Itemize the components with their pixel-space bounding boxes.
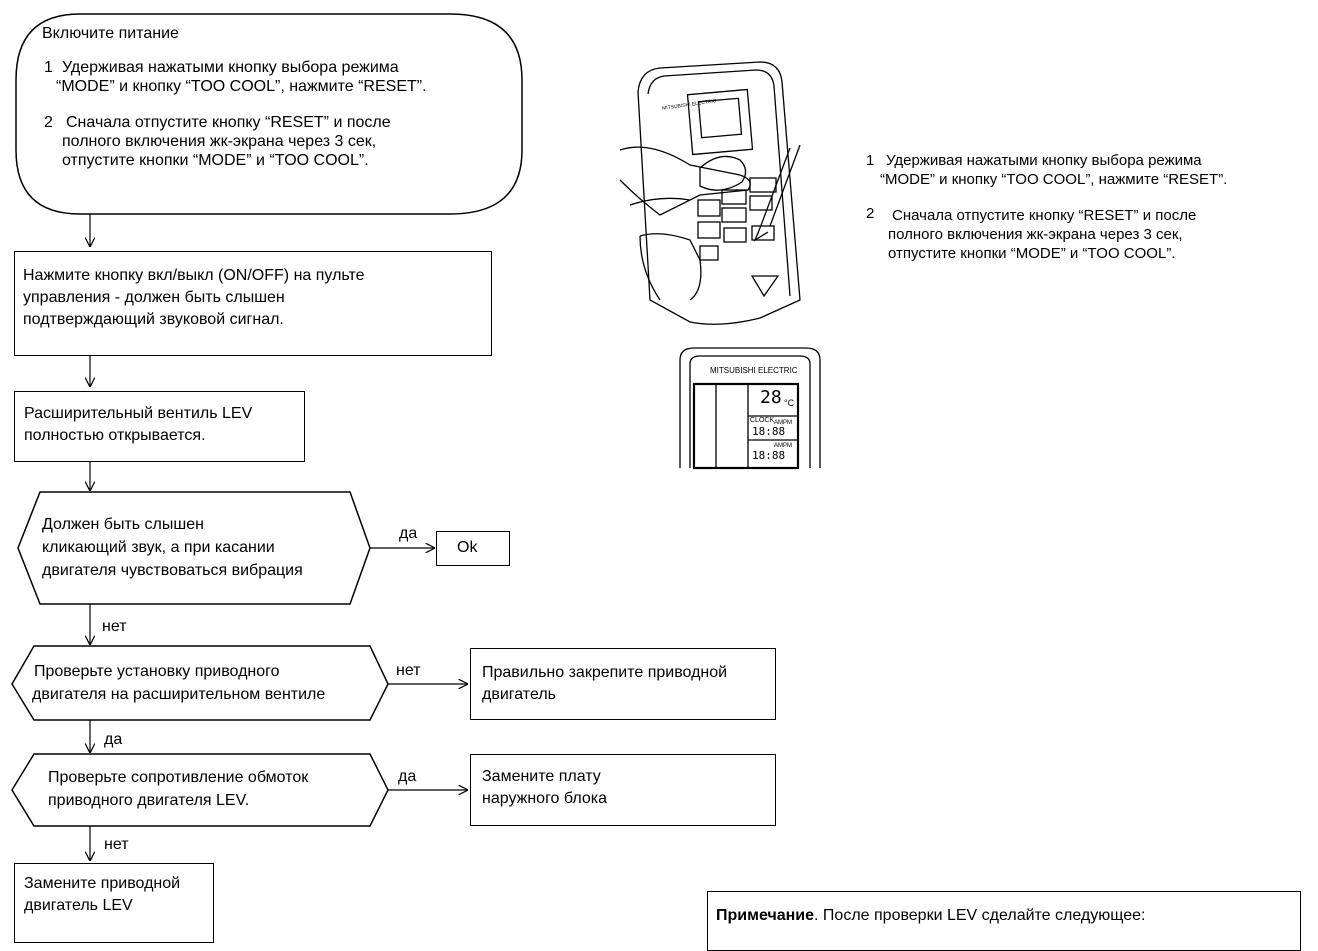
start-step2-line3: отпустите кнопки “MODE” и “TOO COOL”. [62,152,369,169]
note-body: . После проверки LEV сделайте следующее: [814,907,1146,924]
side-step2-line3: отпустите кнопки “MODE” и “TOO COOL”. [888,245,1176,262]
lev-line1: Расширительный вентиль LEV [24,405,253,422]
decision-resistance-no-label: нет [104,836,129,853]
start-step1-num: 1 [44,59,53,76]
replace-board-line1: Замените плату [482,768,601,785]
decision-click-line3: двигателя чувствоваться вибрация [42,562,303,579]
decision-install-yes-label: да [104,731,123,748]
decision-click-shape [17,491,371,605]
replace-motor-box: Замените приводной двигатель LEV [14,863,214,943]
decision-install-line2: двигателя на расширительном вентиле [32,686,326,703]
replace-board-box: Замените плату наружного блока [470,754,776,826]
onoff-line1: Нажмите кнопку вкл/выкл (ON/OFF) на пуль… [23,267,365,284]
onoff-step-box: Нажмите кнопку вкл/выкл (ON/OFF) на пуль… [14,251,492,356]
remote-display-illustration [679,347,821,470]
decision-resistance-line2: приводного двигателя LEV. [48,792,250,809]
remote-time1: 18:88 [752,425,786,438]
ok-label: Ok [457,539,478,556]
side-step1-line2: “MODE” и кнопку “TOO COOL”, нажмите “RES… [880,171,1228,188]
decision-install-line1: Проверьте установку приводного [34,663,280,680]
fix-motor-box: Правильно закрепите приводной двигатель [470,648,776,720]
fix-motor-line1: Правильно закрепите приводной [482,664,728,681]
start-step2-num: 2 [44,114,53,131]
note-bold: Примечание [716,907,815,924]
start-step1-line1: Удерживая нажатыми кнопку выбора режима [62,59,399,76]
remote-temp-unit: °C [784,398,795,408]
remote-ampm2: AMPM [774,443,792,449]
side-step2-line2: полного включения жк-экрана через 3 сек, [888,226,1183,243]
note-box: Примечание. После проверки LEV сделайте … [707,891,1301,951]
start-step1-line2: “MODE” и кнопку “TOO COOL”, нажмите “RES… [56,78,427,95]
decision-install-no-label: нет [396,662,421,679]
side-step2-line1: Сначала отпустите кнопку “RESET” и после [892,207,1197,224]
start-shape [15,13,523,215]
replace-motor-line2: двигатель LEV [24,897,133,914]
lev-step-box: Расширительный вентиль LEV полностью отк… [14,391,305,462]
replace-motor-line1: Замените приводной [24,875,181,892]
lev-line2: полностью открывается. [24,427,206,444]
start-step2-line1: Сначала отпустите кнопку “RESET” и после [66,114,391,131]
decision-install-shape [11,645,389,721]
side-step1-num: 1 [866,152,875,169]
note-text: Примечание. После проверки LEV сделайте … [716,906,1145,926]
remote-clock: CLOCK [750,417,775,424]
decision-click-line1: Должен быть слышен [42,516,204,533]
remote-illustration [619,61,801,325]
remote-brand: MITSUBISHI ELECTRIC [710,366,798,375]
fix-motor-line2: двигатель [482,686,556,703]
decision-resistance-yes-label: да [398,768,417,785]
remote-temp: 28 [760,387,782,408]
side-step2-num: 2 [866,205,875,222]
onoff-line2: управления - должен быть слышен [23,289,285,306]
side-step1-line1: Удерживая нажатыми кнопку выбора режима [886,152,1202,169]
ok-box: Ok [436,531,510,566]
remote-time2: 18:88 [752,449,786,462]
decision-click-line2: кликающий звук, а при касании [42,539,275,556]
flowchart-lines [11,13,821,927]
start-step2-line2: полного включения жк-экрана через 3 сек, [62,133,377,150]
onoff-line3: подтверждающий звуковой сигнал. [23,311,284,328]
remote-ampm1: AMPM [774,420,792,426]
decision-click-yes-label: да [399,525,418,542]
decision-click-no-label: нет [102,618,127,635]
decision-resistance-line1: Проверьте сопротивление обмоток [48,769,309,786]
start-title: Включите питание [42,25,179,42]
replace-board-line2: наружного блока [482,790,608,807]
decision-resistance-shape [11,753,389,827]
